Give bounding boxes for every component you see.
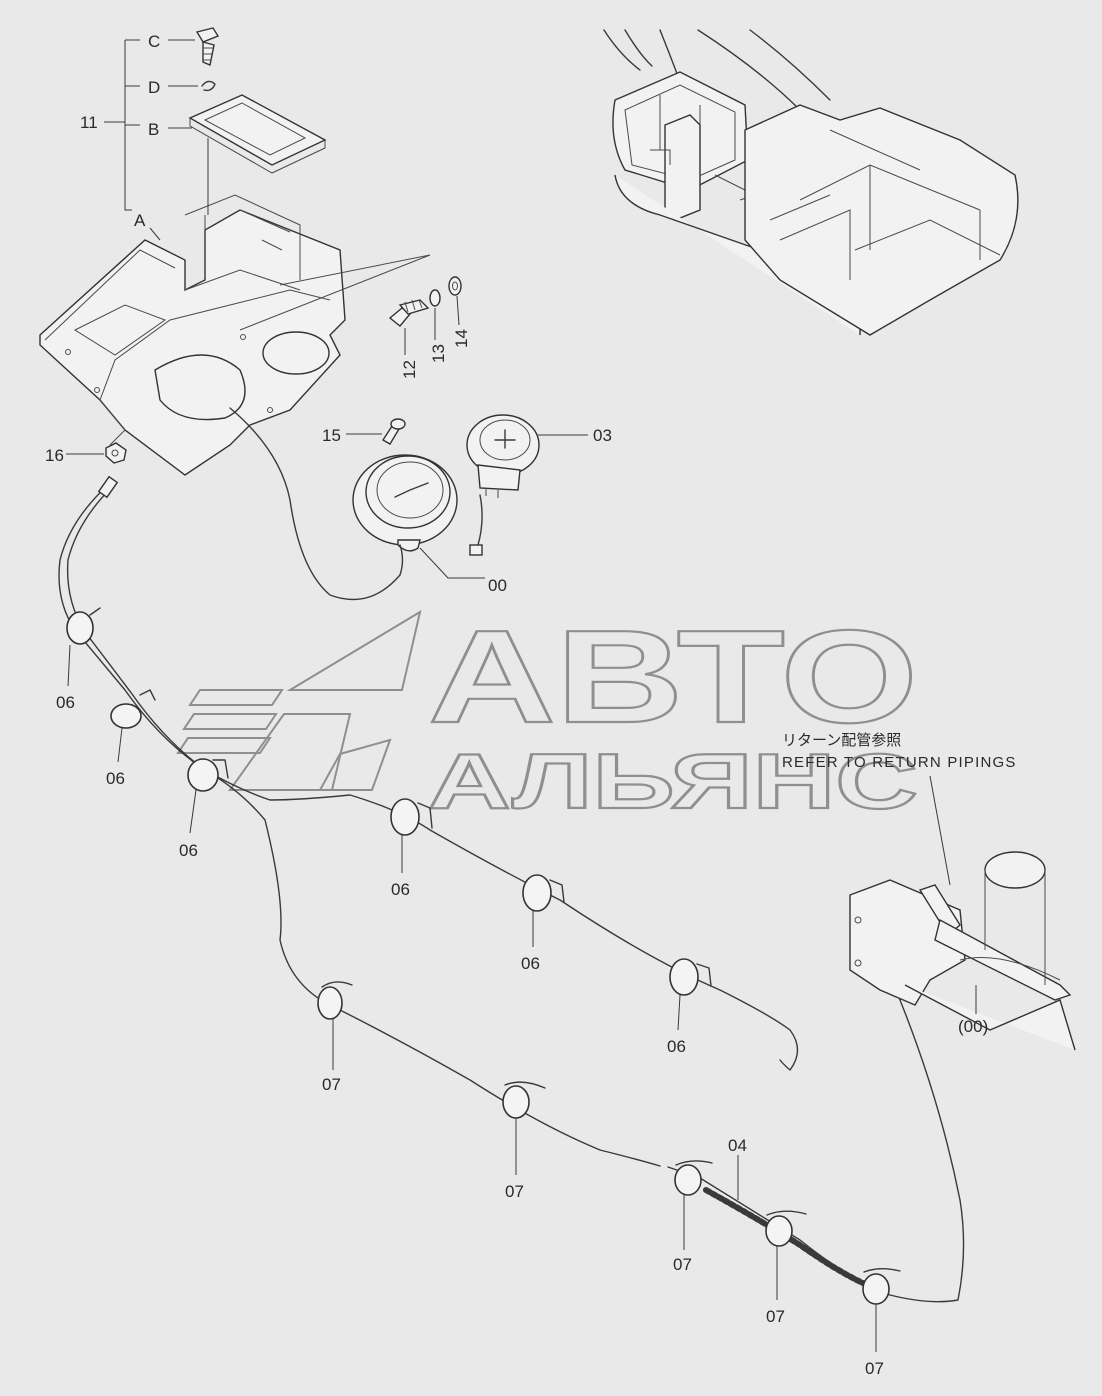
callout-07: 07 bbox=[673, 1255, 692, 1274]
clamp-07 bbox=[317, 981, 353, 1020]
panel-bracket bbox=[39, 194, 431, 476]
callout-13: 13 bbox=[429, 344, 448, 363]
callout-07: 07 bbox=[865, 1359, 884, 1378]
callout-06: 06 bbox=[391, 880, 410, 899]
callout-00: 00 bbox=[488, 576, 507, 595]
bolt-c bbox=[195, 27, 220, 66]
clamp-07 bbox=[502, 1081, 546, 1119]
callout-04: 04 bbox=[728, 1136, 747, 1155]
callout-c: C bbox=[148, 32, 160, 51]
callout-14: 14 bbox=[452, 329, 471, 348]
watermark-line-1: АВТО bbox=[428, 603, 918, 750]
clamp-06 bbox=[390, 798, 433, 836]
callout-07: 07 bbox=[505, 1182, 524, 1201]
gauge-00 bbox=[352, 454, 458, 552]
callout-15: 15 bbox=[322, 426, 341, 445]
clamp-06 bbox=[522, 874, 565, 912]
callout-00-ref: (00) bbox=[958, 1017, 988, 1036]
callout-06: 06 bbox=[521, 954, 540, 973]
callout-06: 06 bbox=[106, 769, 125, 788]
watermark: АВТО АЛЬЯНС bbox=[176, 602, 919, 826]
callout-b: B bbox=[148, 120, 159, 139]
callouts: C D B 11 A 12 13 14 15 16 03 00 06 06 06… bbox=[45, 32, 1017, 1378]
cover-plate-b bbox=[188, 94, 327, 215]
gauge-03 bbox=[466, 414, 540, 498]
callout-a: A bbox=[134, 211, 146, 230]
note-japanese: リターン配管参照 bbox=[782, 732, 901, 749]
clamp-06 bbox=[110, 689, 156, 729]
machine-context-view bbox=[603, 29, 1019, 336]
clamp-07 bbox=[674, 1160, 713, 1196]
callout-07: 07 bbox=[322, 1075, 341, 1094]
return-piping-detail bbox=[849, 851, 1076, 1051]
callout-12: 12 bbox=[400, 360, 419, 379]
clamp-06 bbox=[66, 607, 101, 645]
callout-06: 06 bbox=[667, 1037, 686, 1056]
clamp-07 bbox=[765, 1210, 807, 1247]
clamp-06 bbox=[187, 758, 229, 792]
callout-d: D bbox=[148, 78, 160, 97]
watermark-line-2: АЛЬЯНС bbox=[428, 737, 918, 825]
clamp-06 bbox=[669, 958, 712, 996]
clamps-07 bbox=[317, 981, 901, 1305]
washer-d bbox=[201, 80, 216, 92]
bolt-12 bbox=[388, 299, 430, 327]
callout-06: 06 bbox=[179, 841, 198, 860]
washer-14-icon bbox=[448, 276, 462, 296]
screw-15 bbox=[382, 418, 406, 445]
nut-16 bbox=[105, 442, 127, 464]
callout-11: 11 bbox=[80, 113, 98, 132]
callout-16: 16 bbox=[45, 446, 64, 465]
note-english: REFER TO RETURN PIPINGS bbox=[782, 754, 1017, 771]
clamp-07 bbox=[862, 1268, 901, 1305]
washer-13-icon bbox=[429, 289, 441, 307]
clamps-06 bbox=[66, 607, 712, 996]
leader-lines bbox=[66, 39, 977, 1352]
callout-06: 06 bbox=[56, 693, 75, 712]
watermark-logo-icon bbox=[176, 609, 422, 791]
callout-07: 07 bbox=[766, 1307, 785, 1326]
callout-03: 03 bbox=[593, 426, 612, 445]
